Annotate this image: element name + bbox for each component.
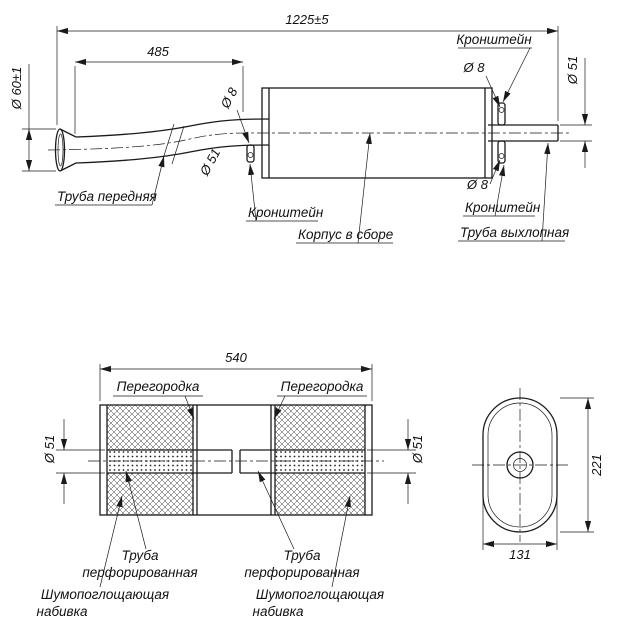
dimension-bracket-hole-top: Ø 8 — [463, 60, 501, 108]
label-partition-left-text: Перегородка — [117, 379, 200, 394]
assembly-view: 1225±5 485 Ø 60±1 Ø 8 Ø 51 Ø 51 — [9, 12, 592, 244]
dimension-bracket-hole-bottom: Ø 8 — [466, 159, 501, 192]
label-partition-left: Перегородка — [113, 379, 203, 420]
label-bracket-top: Кронштейн — [456, 32, 532, 103]
dimension-pipe-diameter-right: Ø 51 — [367, 419, 425, 504]
label-front-pipe: Труба передняя — [55, 155, 165, 206]
label-bracket-front-text: Кронштейн — [248, 205, 324, 220]
end-view: 221 131 — [472, 388, 604, 562]
dim-front-pipe-length-text: 485 — [147, 44, 169, 59]
section-view: 540 Ø 51 Ø 51 Перегородка Перегородка — [37, 350, 425, 619]
label-bracket-rear: Кронштейн — [463, 164, 541, 217]
exhaust-brackets — [497, 102, 506, 164]
dim-pipe-diameter-left-text: Ø 51 — [42, 435, 57, 464]
label-body-assembly: Корпус в сборе — [296, 132, 393, 244]
front-pipe-bracket — [246, 144, 255, 163]
dimension-inlet-diameter: Ø 60±1 — [9, 64, 56, 172]
dim-bracket-hole-top-text: Ø 8 — [463, 60, 486, 75]
label-perforated-pipe-right-line1: Труба — [283, 548, 320, 563]
label-perforated-pipe-right-line2: перфорированная — [244, 565, 359, 580]
dim-pipe-diameter-right-text: Ø 51 — [410, 435, 425, 464]
partitions — [192, 405, 276, 515]
section-body — [99, 404, 373, 516]
dim-front-pipe-diameter-text: Ø 51 — [196, 146, 223, 179]
label-exhaust-pipe-text: Труба выхлопная — [460, 225, 569, 240]
label-partition-right: Перегородка — [273, 379, 367, 420]
label-front-pipe-text: Труба передняя — [57, 189, 157, 204]
label-bracket-front: Кронштейн — [246, 163, 324, 222]
dim-body-length-text: 540 — [225, 350, 247, 365]
dimension-outlet-diameter: Ø 51 — [560, 56, 592, 168]
dim-inlet-diameter-text: Ø 60±1 — [9, 67, 24, 111]
dim-end-height-text: 221 — [589, 454, 604, 477]
label-exhaust-pipe: Труба выхлопная — [458, 142, 569, 242]
label-padding-right-line1: Шумопоглощающая — [256, 587, 384, 602]
dimension-end-height: 221 — [560, 397, 604, 533]
dim-bracket-hole-bottom-text: Ø 8 — [466, 177, 489, 192]
dimension-front-pipe-length: 485 — [74, 44, 244, 134]
label-bracket-rear-text: Кронштейн — [465, 200, 541, 215]
label-bracket-top-text: Кронштейн — [456, 32, 532, 47]
perforated-pipe-bands — [107, 450, 365, 473]
dim-front-bracket-hole-text: Ø 8 — [217, 84, 241, 111]
front-pipe — [54, 118, 270, 172]
label-padding-right: Шумопоглощающая набивка — [253, 495, 384, 619]
dimension-end-width: 131 — [482, 472, 558, 562]
label-perforated-pipe-left-line1: Труба — [121, 548, 158, 563]
label-perforated-pipe-right: Труба перфорированная — [244, 470, 360, 580]
sound-padding-hatch — [107, 405, 365, 515]
label-padding-right-line2: набивка — [253, 604, 304, 619]
label-padding-left: Шумопоглощающая набивка — [37, 495, 169, 619]
muffler-body — [261, 87, 493, 179]
dimension-body-length: 540 — [99, 350, 373, 401]
label-partition-right-text: Перегородка — [281, 379, 364, 394]
label-perforated-pipe-left: Труба перфорированная — [82, 470, 198, 580]
label-perforated-pipe-left-line2: перфорированная — [82, 565, 197, 580]
label-body-assembly-text: Корпус в сборе — [298, 227, 393, 242]
dimension-pipe-diameter-left: Ø 51 — [42, 419, 105, 504]
dim-outlet-diameter-text: Ø 51 — [565, 56, 580, 85]
label-padding-left-line2: набивка — [37, 604, 88, 619]
dimension-overall-length: 1225±5 — [56, 12, 559, 125]
dim-overall-length-text: 1225±5 — [285, 12, 329, 27]
dim-end-width-text: 131 — [509, 547, 531, 562]
label-padding-left-line1: Шумопоглощающая — [41, 587, 169, 602]
